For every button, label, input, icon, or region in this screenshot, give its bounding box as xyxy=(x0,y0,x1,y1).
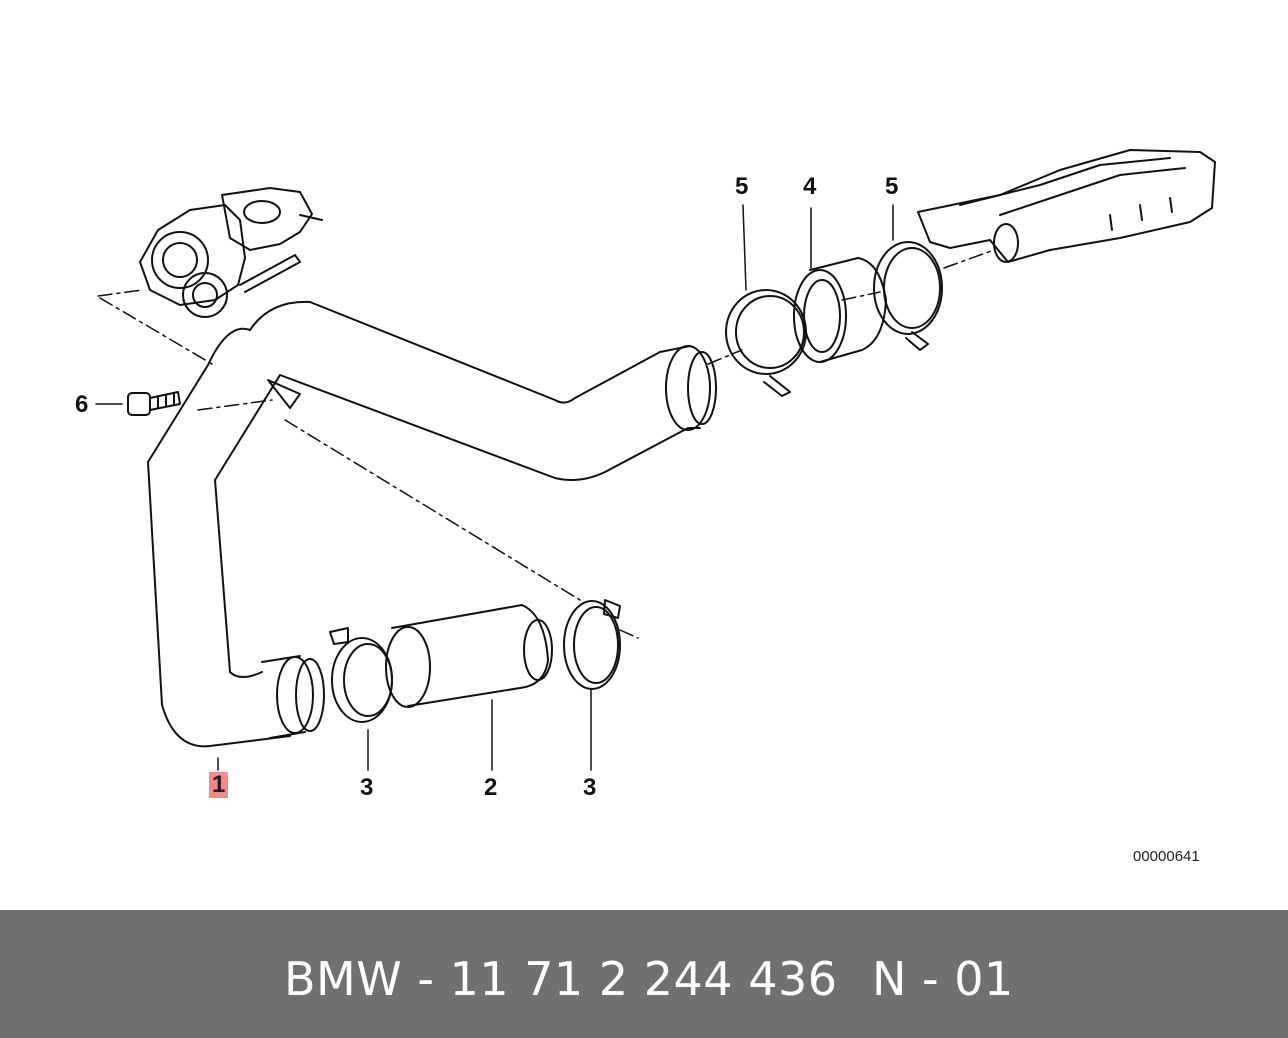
sleeve xyxy=(793,257,887,363)
part-number: BMW - 11 71 2 244 436 xyxy=(284,952,838,1006)
callout-3-left: 3 xyxy=(360,774,374,801)
bolt xyxy=(127,391,181,416)
clamp-right xyxy=(563,599,621,690)
callout-5-right: 5 xyxy=(885,173,899,200)
charge-air-pipe xyxy=(147,300,717,748)
diagram-reference-code: 00000641 xyxy=(1133,848,1200,865)
clamp-left xyxy=(329,627,393,723)
hose xyxy=(385,604,553,708)
footer-bar xyxy=(0,910,1288,1038)
callout-3-right: 3 xyxy=(583,774,597,801)
assembly-lines xyxy=(97,249,995,639)
callout-2: 2 xyxy=(484,774,498,801)
page-label: N - 01 xyxy=(872,952,1014,1006)
callout-4: 4 xyxy=(803,173,817,200)
callout-1: 1 xyxy=(209,772,229,798)
parts-diagram: 1 2 3 3 4 5 5 6 00000641 xyxy=(75,149,1216,865)
turbocharger xyxy=(139,187,323,318)
leader-lines xyxy=(95,204,894,771)
callout-5-left: 5 xyxy=(735,173,749,200)
clamp-5-right xyxy=(873,241,943,351)
diagram-drawing xyxy=(95,149,1216,771)
callout-6: 6 xyxy=(75,391,89,418)
intake-manifold xyxy=(917,149,1216,263)
